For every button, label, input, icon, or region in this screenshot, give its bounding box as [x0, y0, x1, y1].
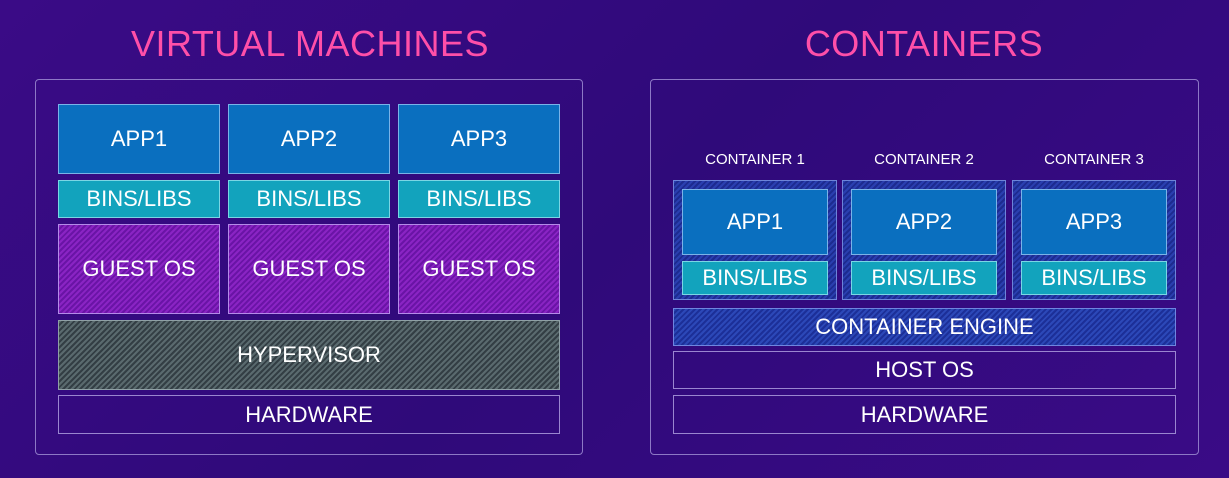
vm-hypervisor: HYPERVISOR — [58, 320, 560, 390]
vm-bins-libs-1: BINS/LIBS — [58, 180, 220, 218]
vm-hardware: HARDWARE — [58, 395, 560, 434]
container-1: APP1 BINS/LIBS — [673, 180, 837, 300]
containers-panel: CONTAINER 1 CONTAINER 2 CONTAINER 3 APP1… — [650, 79, 1199, 455]
container-2-bins-libs: BINS/LIBS — [851, 261, 997, 295]
host-os: HOST OS — [673, 351, 1176, 389]
container-3: APP3 BINS/LIBS — [1012, 180, 1176, 300]
containers-hardware: HARDWARE — [673, 395, 1176, 434]
vm-bins-libs-2: BINS/LIBS — [228, 180, 390, 218]
vm-app-1: APP1 — [58, 104, 220, 174]
vm-guest-os-1: GUEST OS — [58, 224, 220, 314]
container-2: APP2 BINS/LIBS — [842, 180, 1006, 300]
vm-guest-os-2: GUEST OS — [228, 224, 390, 314]
containers-title: CONTAINERS — [804, 23, 1044, 64]
container-2-label: CONTAINER 2 — [874, 151, 974, 168]
vm-app-3: APP3 — [398, 104, 560, 174]
vm-title: VIRTUAL MACHINES — [130, 23, 490, 64]
container-2-app: APP2 — [851, 189, 997, 255]
container-engine: CONTAINER ENGINE — [673, 308, 1176, 346]
container-1-app: APP1 — [682, 189, 828, 255]
vm-panel: APP1 APP2 APP3 BINS/LIBS BINS/LIBS BINS/… — [35, 79, 583, 455]
container-1-bins-libs: BINS/LIBS — [682, 261, 828, 295]
container-3-label: CONTAINER 3 — [1044, 151, 1144, 168]
container-3-bins-libs: BINS/LIBS — [1021, 261, 1167, 295]
vm-bins-libs-3: BINS/LIBS — [398, 180, 560, 218]
vm-app-2: APP2 — [228, 104, 390, 174]
container-1-label: CONTAINER 1 — [705, 151, 805, 168]
container-3-app: APP3 — [1021, 189, 1167, 255]
vm-guest-os-3: GUEST OS — [398, 224, 560, 314]
